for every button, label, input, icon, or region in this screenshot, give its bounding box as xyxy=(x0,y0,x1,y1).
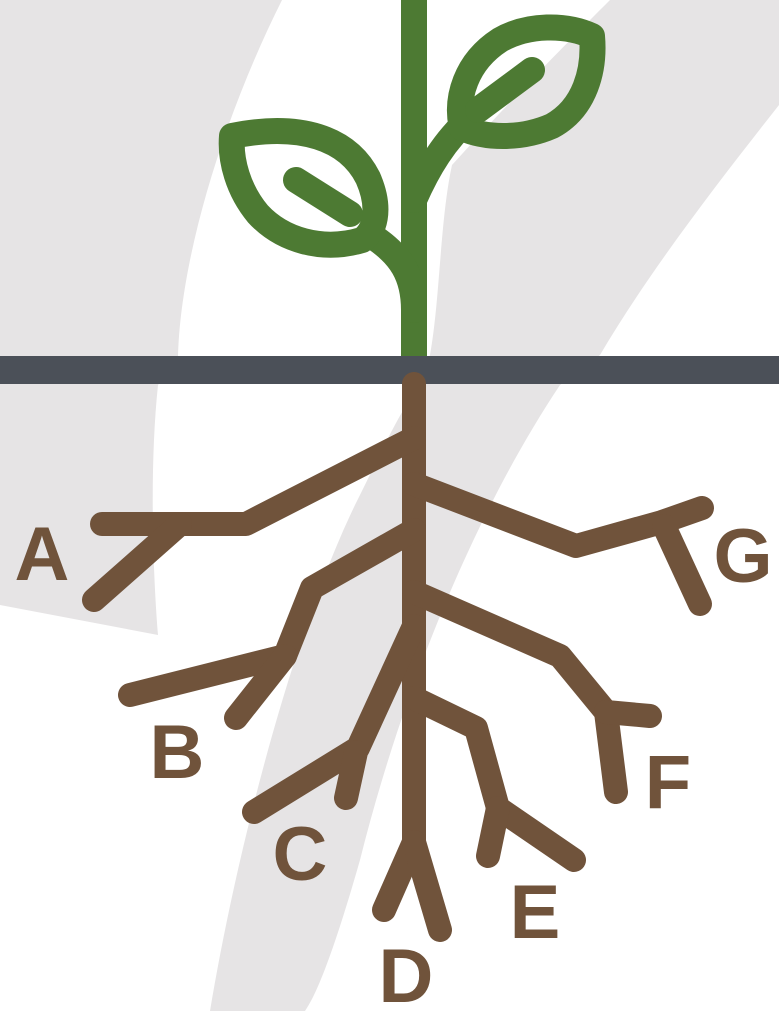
root-c-branch xyxy=(346,752,356,798)
root-g-branch xyxy=(664,526,700,604)
root-e-branch xyxy=(488,808,498,856)
root-label-c: C xyxy=(273,812,328,897)
root-label-g: G xyxy=(713,514,772,599)
root-label-f: F xyxy=(645,740,691,825)
root-label-b: B xyxy=(150,710,205,795)
root-label-e: E xyxy=(510,870,561,955)
left-leaf-vein xyxy=(296,180,350,214)
root-label-d: D xyxy=(379,934,434,1011)
root-f-branch xyxy=(606,712,650,716)
ground-line xyxy=(0,356,779,384)
root-f xyxy=(414,592,616,792)
root-d-right xyxy=(414,842,440,930)
root-label-a: A xyxy=(15,512,70,597)
